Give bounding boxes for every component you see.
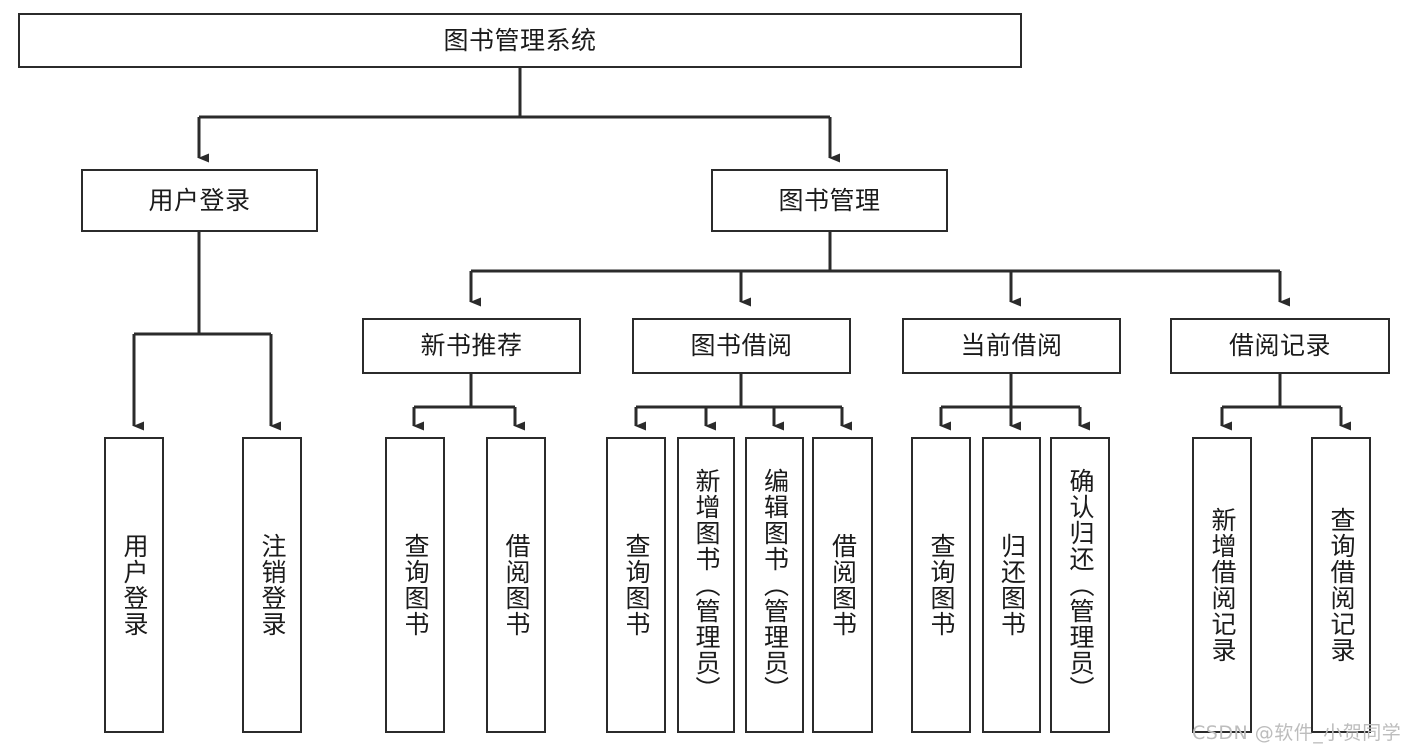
node-new-book-recommend[interactable]: 新书推荐: [362, 318, 581, 374]
node-label: 借阅记录: [1228, 331, 1331, 361]
node-label: 查询图书: [622, 533, 651, 637]
node-leaf-query-book-borrow[interactable]: 查询图书: [606, 437, 666, 733]
node-current-borrow[interactable]: 当前借阅: [902, 318, 1121, 374]
node-leaf-query-borrow-record[interactable]: 查询借阅记录: [1311, 437, 1371, 733]
node-leaf-return-book[interactable]: 归还图书: [982, 437, 1041, 733]
node-leaf-query-book-recommend[interactable]: 查询图书: [385, 437, 445, 733]
node-label: 借阅图书: [828, 533, 858, 637]
node-leaf-user-login[interactable]: 用户登录: [104, 437, 164, 733]
node-label: 用户登录: [148, 185, 251, 215]
node-leaf-logout-login[interactable]: 注销登录: [242, 437, 302, 733]
node-leaf-borrow-book-borrow[interactable]: 借阅图书: [812, 437, 873, 733]
node-label: 查询图书: [927, 533, 956, 637]
node-root-book-management-system[interactable]: 图书管理系统: [18, 13, 1022, 68]
node-leaf-confirm-return-admin[interactable]: 确认归还（管理员）: [1050, 437, 1110, 733]
node-label: 图书管理: [778, 185, 881, 215]
node-label: 归还图书: [997, 533, 1027, 637]
node-label: 当前借阅: [960, 331, 1063, 361]
node-book-borrow[interactable]: 图书借阅: [632, 318, 851, 374]
node-label: 图书借阅: [690, 331, 793, 361]
node-leaf-add-borrow-record[interactable]: 新增借阅记录: [1192, 437, 1252, 733]
node-leaf-edit-book-admin[interactable]: 编辑图书（管理员）: [745, 437, 804, 733]
node-label: 借阅图书: [502, 533, 531, 637]
node-borrow-record[interactable]: 借阅记录: [1170, 318, 1390, 374]
node-book-manage[interactable]: 图书管理: [711, 169, 948, 232]
node-label: 确认归还（管理员）: [1066, 468, 1095, 702]
node-label: 新书推荐: [420, 331, 523, 361]
node-label: 查询图书: [401, 533, 430, 637]
node-label: 查询借阅记录: [1327, 507, 1356, 663]
node-user-login[interactable]: 用户登录: [81, 169, 318, 232]
node-leaf-add-book-admin[interactable]: 新增图书（管理员）: [677, 437, 735, 733]
node-label: 注销登录: [258, 533, 287, 637]
node-leaf-query-book-current[interactable]: 查询图书: [911, 437, 971, 733]
node-label: 用户登录: [120, 533, 149, 637]
node-label: 新增借阅记录: [1208, 507, 1237, 663]
node-label: 图书管理系统: [443, 25, 597, 55]
node-leaf-borrow-book-recommend[interactable]: 借阅图书: [486, 437, 546, 733]
node-label: 编辑图书（管理员）: [760, 468, 790, 702]
node-label: 新增图书（管理员）: [692, 468, 721, 702]
